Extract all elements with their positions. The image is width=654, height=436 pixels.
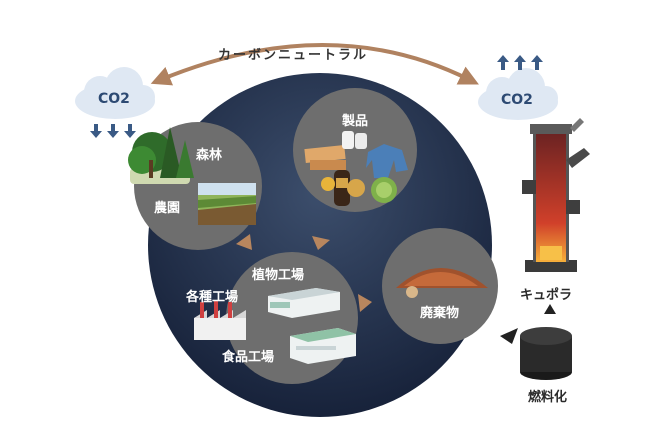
forest-illustration [128,127,194,184]
co2-cloud-right [478,68,558,120]
co2-label-right: CO2 [501,92,533,108]
waste-label: 廃棄物 [420,306,460,321]
cupola-label: キュポラ [520,288,573,303]
fuel-briquette-illustration [520,327,572,380]
flow-arrow-factory-to-waste [358,294,372,312]
flow-arrow-forest-to-products [312,236,330,250]
flow-arrow-to-waste [500,328,518,344]
carbon-neutral-arc [150,43,479,86]
cupola-furnace-illustration [522,118,590,272]
products-illustration [304,131,408,206]
fuel-label: 燃料化 [528,390,568,405]
farm-label: 農園 [154,201,181,216]
plant-factory-label: 植物工場 [252,268,305,283]
food-factory-label: 食品工場 [222,350,275,365]
co2-label-left: CO2 [98,91,130,107]
co2-down-arrows [90,124,136,138]
flow-arrow-fuel-to-cupola [544,304,556,314]
farm-illustration [198,183,256,225]
carbon-neutral-title: カーボンニュートラル [218,48,369,63]
various-factory-label: 各種工場 [186,290,239,305]
flow-arrow-factory-to-forest [236,234,252,250]
products-label: 製品 [342,114,369,129]
factory-illustrations [194,288,356,364]
co2-up-arrows [497,55,543,70]
waste-illustration [396,268,488,298]
forest-label: 森林 [196,148,223,163]
co2-cloud-left [75,67,155,119]
